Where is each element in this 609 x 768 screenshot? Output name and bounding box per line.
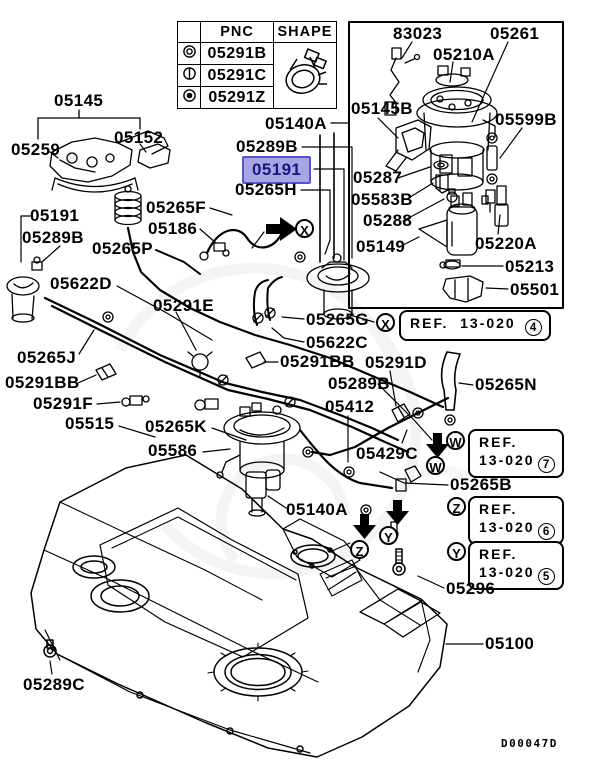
part-label-05501[interactable]: 05501 <box>510 280 560 299</box>
marker-w: W <box>446 431 465 450</box>
part-label-05140A[interactable]: 05140A <box>286 500 348 519</box>
part-label-05289C[interactable]: 05289C <box>23 675 85 694</box>
part-label-05259[interactable]: 05259 <box>11 140 61 159</box>
part-label-05265H[interactable]: 05265H <box>235 180 297 199</box>
part-label-05265J[interactable]: 05265J <box>17 348 77 367</box>
highlighted-part-label[interactable]: 05191 <box>242 156 312 184</box>
part-label-05291F[interactable]: 05291F <box>33 394 94 413</box>
pump-module-panel-box <box>348 21 564 309</box>
fuel-hoses-drawing <box>43 226 461 539</box>
marker-x: X <box>376 313 395 332</box>
part-label-05291BB[interactable]: 05291BB <box>5 373 80 392</box>
hose-clamp-icon <box>285 48 327 94</box>
part-label-05586[interactable]: 05586 <box>148 441 198 460</box>
pump-module-drawing <box>384 47 509 303</box>
double-circle-icon <box>182 44 196 58</box>
pnc-header: PNC <box>200 21 274 43</box>
pnc-shape-table: PNC SHAPE 05291B <box>177 21 337 109</box>
part-label-05287[interactable]: 05287 <box>353 168 403 187</box>
part-label-05265N[interactable]: 05265N <box>475 375 537 394</box>
marker-x: X <box>295 219 314 238</box>
fuel-tank-drawing <box>30 454 448 758</box>
part-label-05265B[interactable]: 05265B <box>450 475 512 494</box>
marker-z: Z <box>447 497 466 516</box>
ref-code: 13-020 <box>460 315 516 331</box>
circle-vertical-line-symbol <box>177 64 201 87</box>
ref-number-circle: 7 <box>537 456 555 474</box>
part-label-05265P[interactable]: 05265P <box>92 239 154 258</box>
part-label-05291BB[interactable]: 05291BB <box>280 352 355 371</box>
leader-lines <box>20 41 523 675</box>
part-label-05220A[interactable]: 05220A <box>475 234 537 253</box>
part-label-05515[interactable]: 05515 <box>65 414 115 433</box>
part-label-05291D[interactable]: 05291D <box>365 353 427 372</box>
ref-prefix: REF. <box>479 501 518 517</box>
sender-bracket-drawing <box>6 109 171 323</box>
marker-w: W <box>426 456 445 475</box>
shape-header: SHAPE <box>273 21 337 43</box>
part-label-05429C[interactable]: 05429C <box>356 444 418 463</box>
part-label-05622C[interactable]: 05622C <box>306 333 368 352</box>
bullseye-symbol <box>177 86 201 109</box>
ref-number-circle: 4 <box>524 319 542 336</box>
ref-number-circle: 5 <box>537 568 555 586</box>
marker-y: Y <box>447 542 466 561</box>
marker-y: Y <box>379 526 398 545</box>
part-label-05145B[interactable]: 05145B <box>351 99 413 118</box>
part-label-05152[interactable]: 05152 <box>114 128 164 147</box>
part-label-05210A[interactable]: 05210A <box>433 45 495 64</box>
double-circle-symbol <box>177 42 201 65</box>
part-label-05100[interactable]: 05100 <box>485 634 535 653</box>
ref-prefix: REF. <box>479 434 518 450</box>
arrow-down-icon <box>353 514 376 539</box>
clamp-shape-cell <box>273 42 337 109</box>
part-label-05265K[interactable]: 05265K <box>145 417 207 436</box>
ref-prefix: REF. <box>479 546 518 562</box>
table-corner-cell <box>177 21 201 43</box>
arrow-right-icon <box>266 217 297 241</box>
center-pump-drawing <box>252 132 370 326</box>
part-label-05265F[interactable]: 05265F <box>146 198 207 217</box>
part-label-05261[interactable]: 05261 <box>490 24 540 43</box>
part-label-05149[interactable]: 05149 <box>356 237 406 256</box>
pnc-value[interactable]: 05291Z <box>200 86 274 109</box>
part-label-05289B[interactable]: 05289B <box>328 374 390 393</box>
bullseye-icon <box>182 88 196 102</box>
arrow-down-icon <box>426 433 449 458</box>
part-label-05289B[interactable]: 05289B <box>236 137 298 156</box>
part-label-05296[interactable]: 05296 <box>446 579 496 598</box>
part-label-05145[interactable]: 05145 <box>54 91 104 110</box>
circle-vertical-line-icon <box>182 66 196 80</box>
arrow-down-icon <box>386 500 409 525</box>
part-label-05599B[interactable]: 05599B <box>495 110 557 129</box>
part-label-05265G[interactable]: 05265G <box>306 310 369 329</box>
part-label-83023[interactable]: 83023 <box>393 24 443 43</box>
part-label-05289B[interactable]: 05289B <box>22 228 84 247</box>
part-label-05191[interactable]: 05191 <box>30 206 80 225</box>
part-label-05186[interactable]: 05186 <box>148 219 198 238</box>
pnc-value[interactable]: 05291B <box>200 42 274 65</box>
part-label-05291E[interactable]: 05291E <box>153 296 215 315</box>
part-label-05288[interactable]: 05288 <box>363 211 413 230</box>
ref-prefix: REF. <box>410 315 449 331</box>
ref-box-x[interactable]: REF. 13-020 4 <box>399 310 551 341</box>
diagram-code: D00047D <box>501 737 558 750</box>
marker-z: Z <box>350 540 369 559</box>
part-label-05622D[interactable]: 05622D <box>50 274 112 293</box>
part-label-05140A[interactable]: 05140A <box>265 114 327 133</box>
part-label-05583B[interactable]: 05583B <box>351 190 413 209</box>
ref-number-circle: 6 <box>537 523 555 541</box>
pnc-value[interactable]: 05291C <box>200 64 274 87</box>
lower-pump-module-drawing <box>194 398 314 517</box>
part-label-05213[interactable]: 05213 <box>505 257 555 276</box>
part-label-05412[interactable]: 05412 <box>325 397 375 416</box>
flow-arrows <box>266 217 449 539</box>
